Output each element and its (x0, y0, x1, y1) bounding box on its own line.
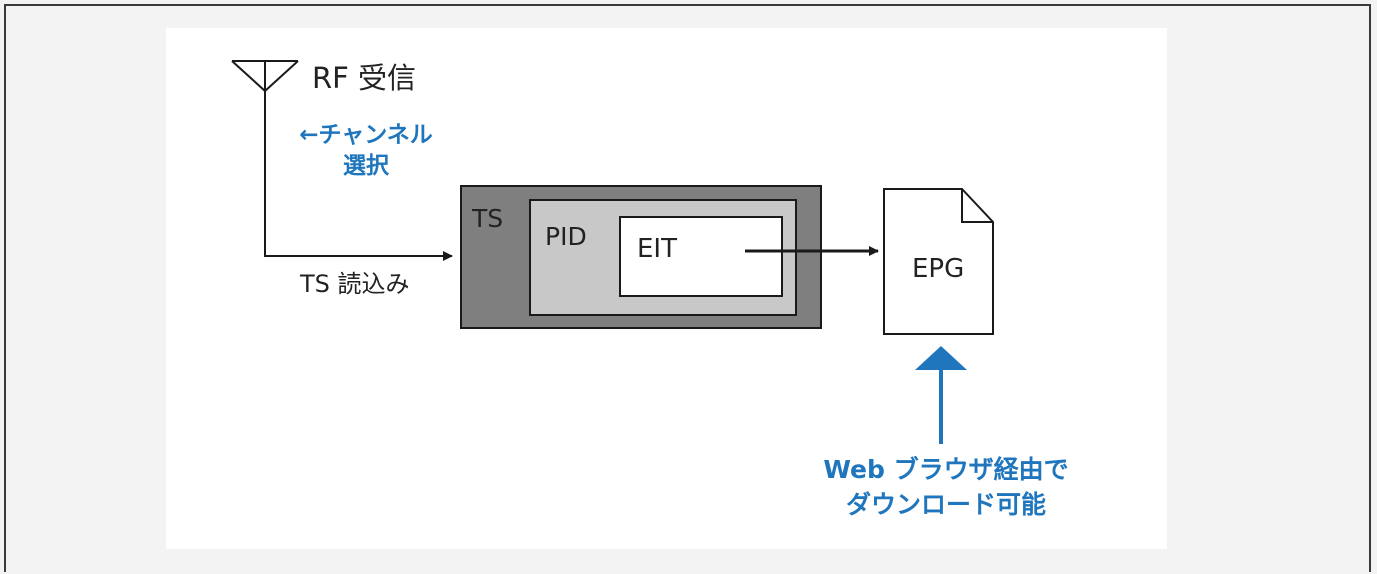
ts-label: TS (472, 204, 504, 233)
web-download-label-line2: ダウンロード可能 (845, 490, 1046, 519)
ts-read-connector (264, 91, 453, 261)
epg-label: EPG (912, 254, 965, 284)
eit-box (619, 216, 783, 297)
channel-select-label-line2: 選択 (343, 153, 389, 179)
channel-select-label-line1: ←チャンネル (299, 122, 433, 148)
web-download-label-line1: Web ブラウザ経由で (823, 455, 1069, 484)
pid-label: PID (545, 222, 587, 251)
web-download-arrow-icon (915, 346, 967, 444)
antenna-icon (231, 60, 299, 92)
epg-document-icon (883, 188, 994, 335)
document-fold-icon (961, 189, 993, 223)
eit-label: EIT (637, 234, 677, 264)
rf-receive-label: RF 受信 (312, 61, 417, 95)
ts-read-label: TS 読込み (300, 270, 410, 298)
